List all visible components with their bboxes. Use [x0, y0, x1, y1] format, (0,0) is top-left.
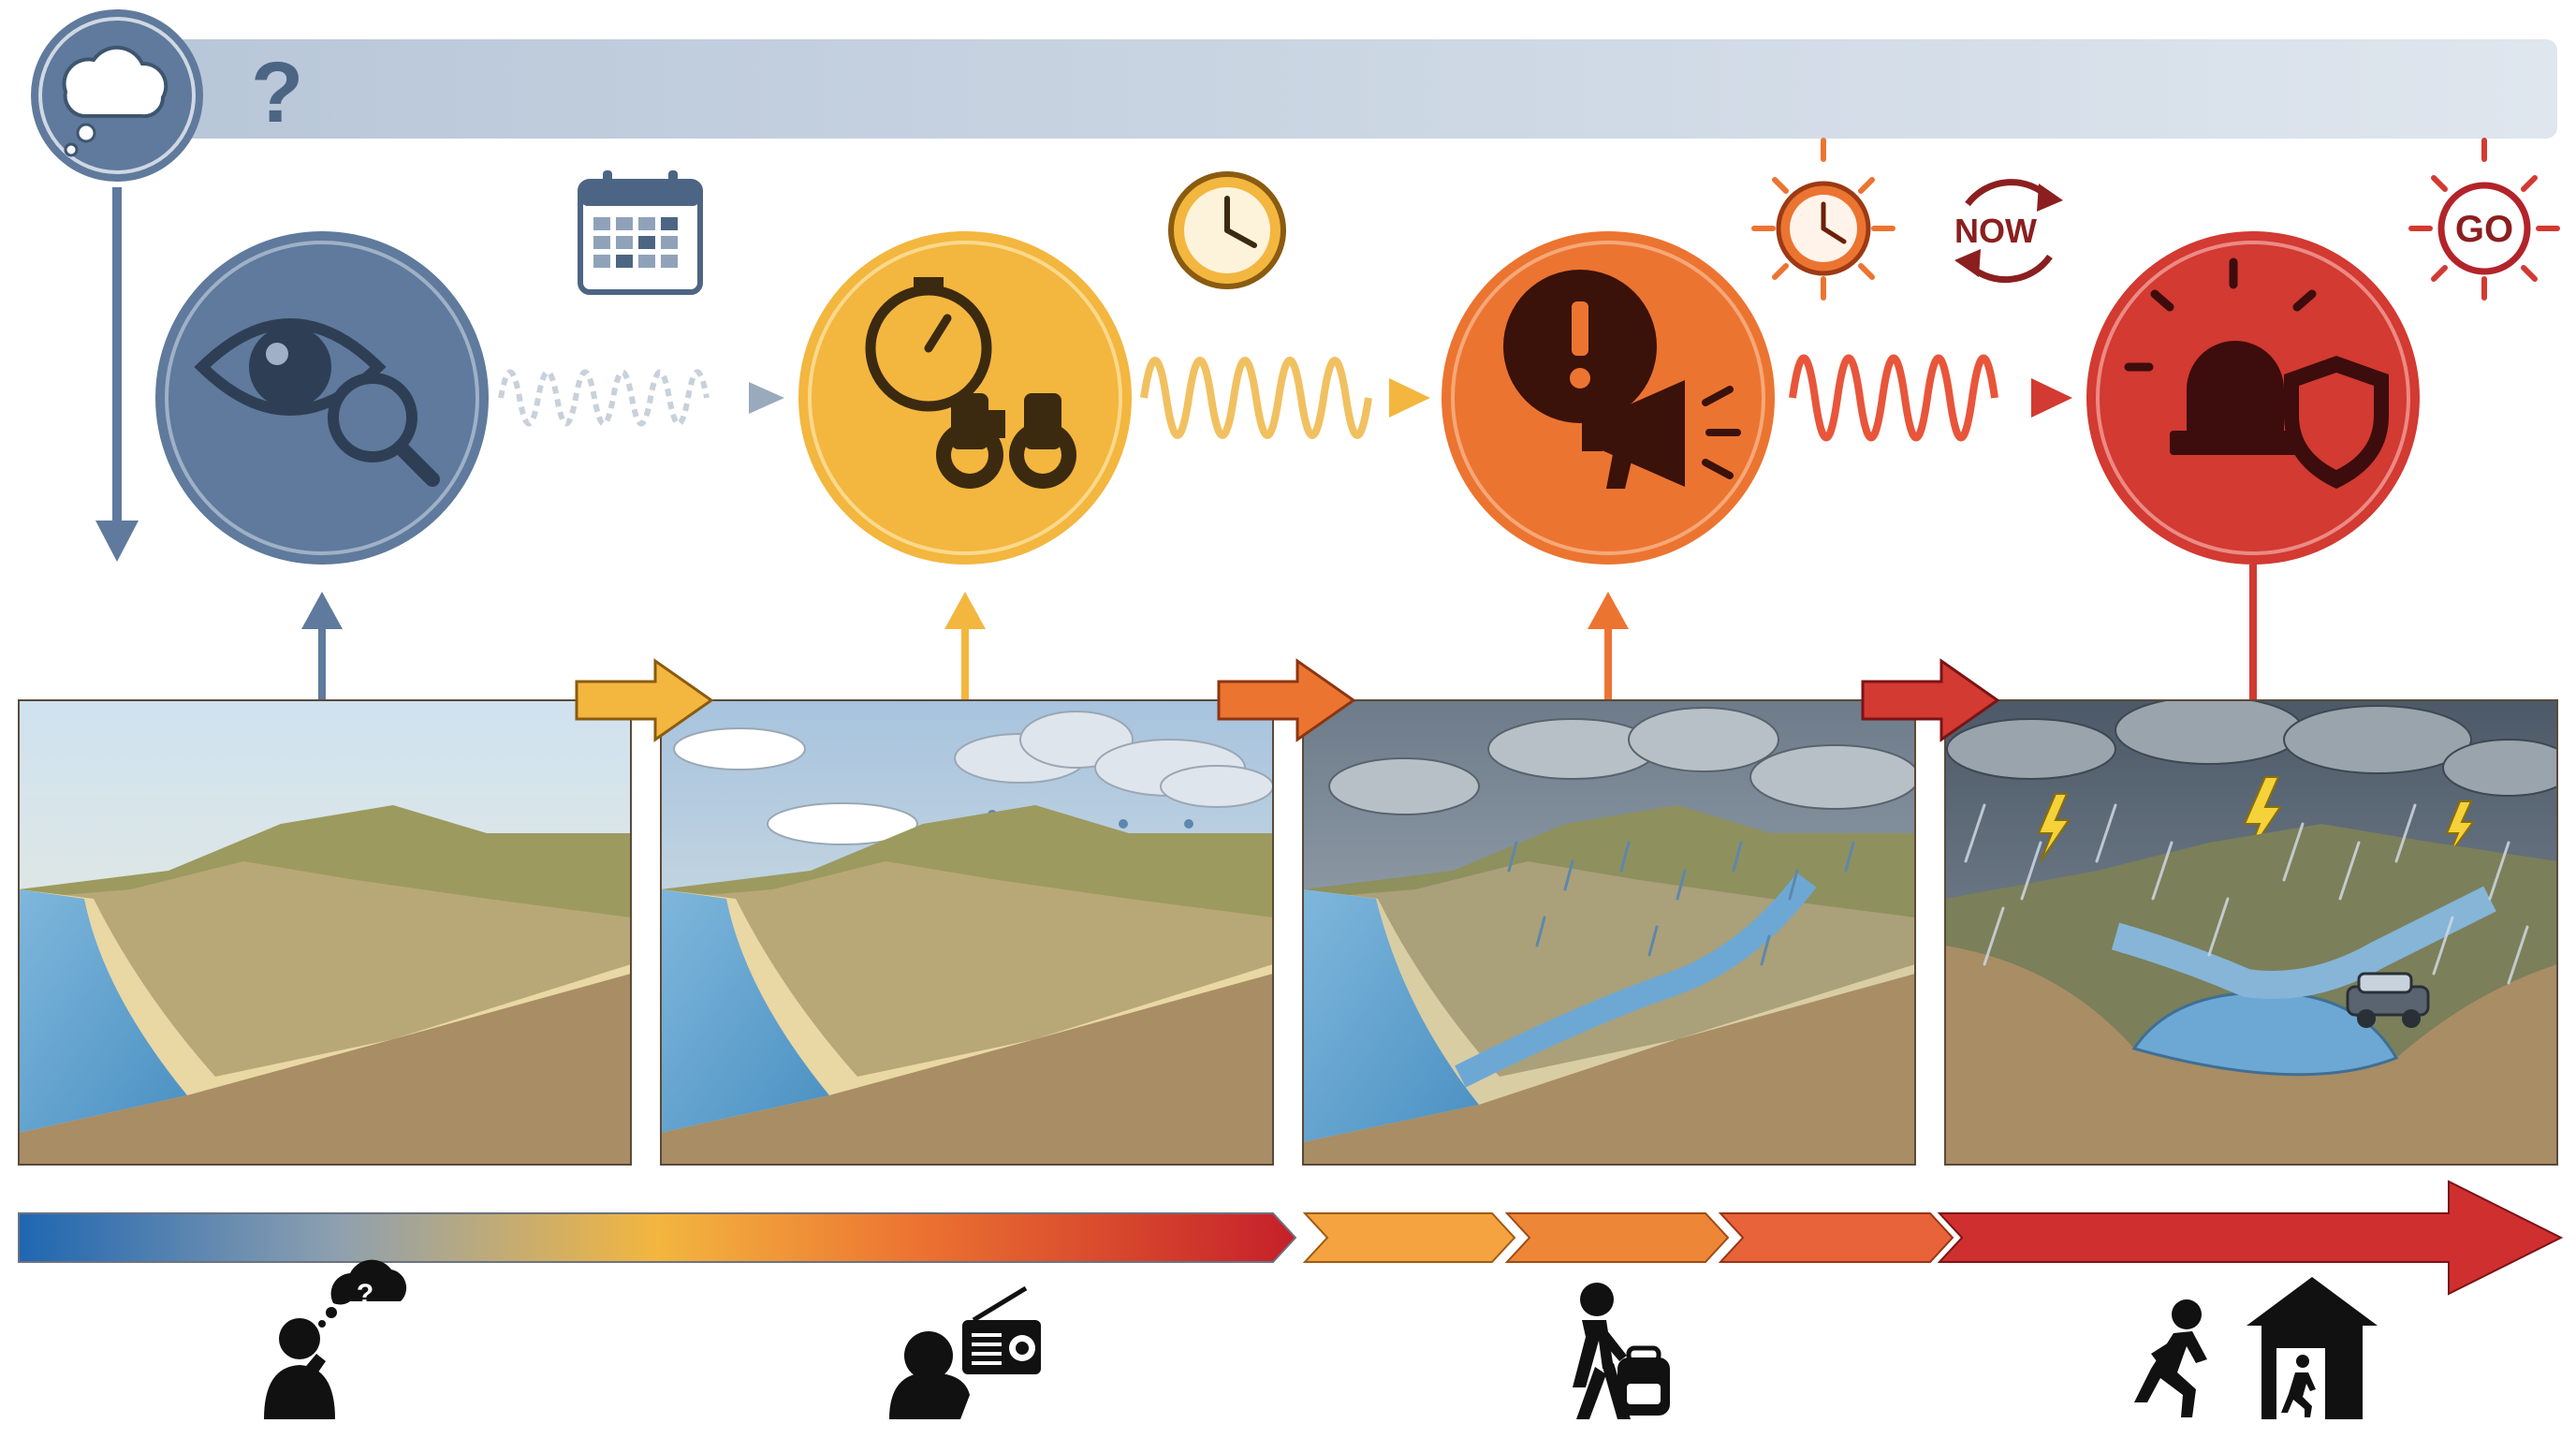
scene-light-rain: [661, 700, 1273, 1165]
scene-heavy-rain-river: [1303, 700, 1915, 1165]
wave-connector-2: [1140, 357, 1430, 439]
thought-bubble-icon: [31, 9, 203, 182]
stage-3-warning: [1442, 231, 1775, 565]
scene-calm-coast: [19, 700, 631, 1165]
now-label: NOW: [1954, 212, 2037, 250]
person-walking-backpack-icon: [1573, 1283, 1670, 1419]
go-badge-icon: GO: [2408, 138, 2560, 301]
top-bar: [105, 39, 2557, 139]
now-cycle-icon: NOW: [1954, 179, 2063, 284]
scene-borders: [18, 699, 2558, 1166]
stage-4-emergency: [2086, 231, 2420, 565]
svg-text:?: ?: [357, 1279, 373, 1310]
escalation-timeline: [18, 1180, 2564, 1296]
scene-progress-arrows: [575, 658, 2000, 742]
go-label: GO: [2455, 209, 2513, 250]
clock-icon: [1168, 171, 1286, 289]
running-to-shelter-icon: [2134, 1277, 2378, 1419]
calendar-icon: [578, 170, 703, 295]
person-radio-icon: [889, 1285, 1041, 1419]
car-icon: [2346, 972, 2430, 1028]
stage-2-advisory: [798, 231, 1132, 565]
thinking-person-icon: ?: [264, 1259, 407, 1419]
uncertainty-header: ?: [31, 9, 2557, 562]
alert-megaphone-icon: [1503, 270, 1741, 489]
stage-1-watch: [155, 231, 489, 565]
wave-connector-1: [498, 369, 784, 427]
stopwatch-binoculars-icon: [865, 277, 1076, 489]
urgent-clock-icon: [1751, 138, 1895, 301]
scene-storm-flood: [1945, 700, 2557, 1165]
question-mark: ?: [251, 45, 303, 140]
bubble-down-arrowhead: [95, 521, 139, 562]
siren-shield-icon: [2124, 257, 2389, 489]
wave-connector-3: [1789, 354, 2072, 442]
circle-scene-connectors: [301, 565, 2257, 700]
eye-magnifier-icon: [194, 318, 440, 487]
